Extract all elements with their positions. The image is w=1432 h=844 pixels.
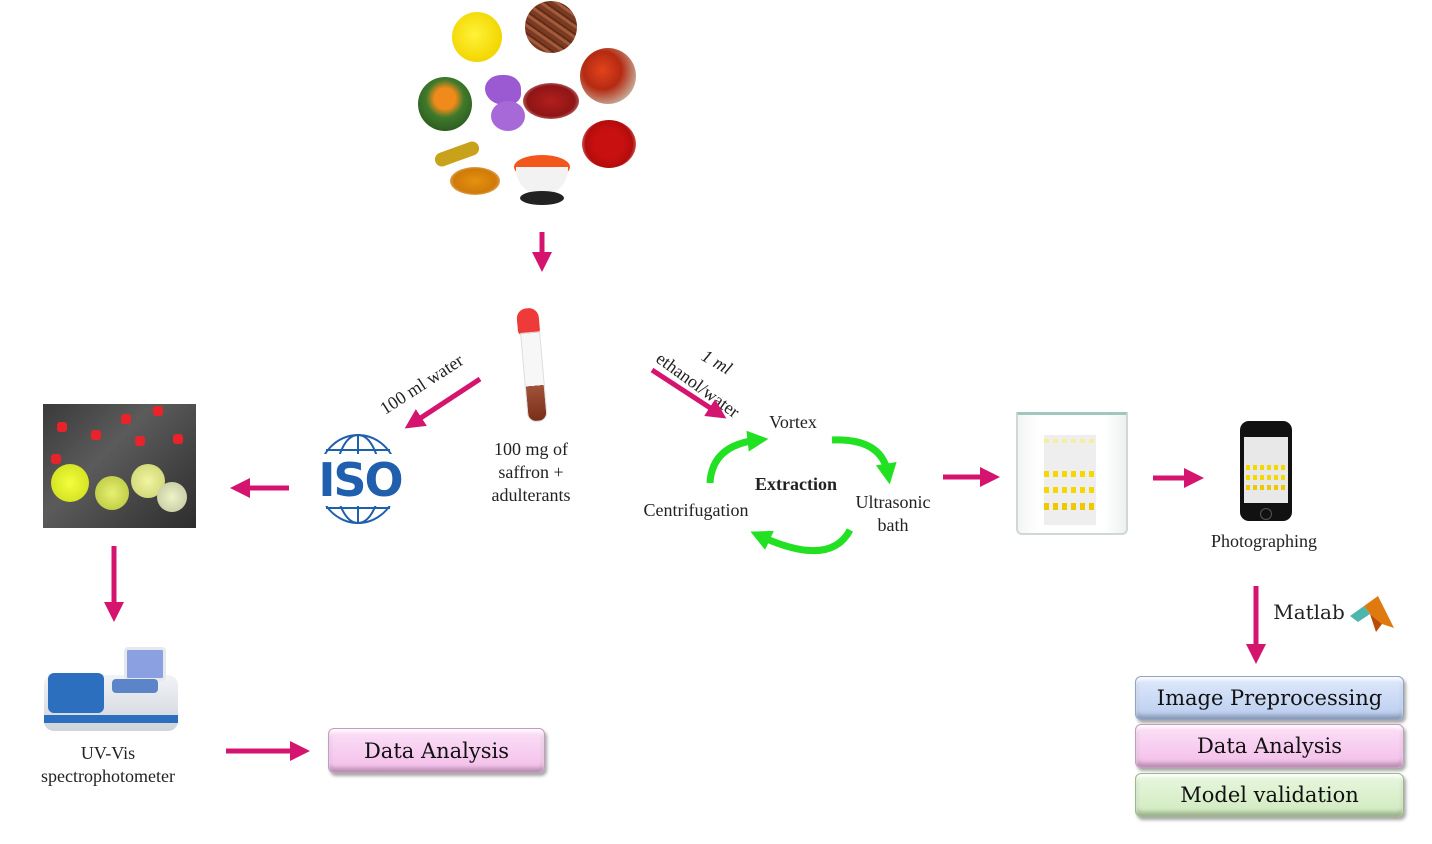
cycle-arrow-vortex-to-ultrasonic [831, 436, 897, 485]
right-data-analysis-box: Data Analysis [1135, 724, 1404, 768]
orange-powder-bowl-image [514, 155, 572, 210]
iso-text: ISO [308, 454, 412, 506]
turmeric-image [432, 139, 502, 198]
red-powder-image [582, 120, 636, 168]
image-preprocessing-box: Image Preprocessing [1135, 676, 1404, 720]
phone-screen [1244, 437, 1288, 503]
smartphone-image [1240, 421, 1292, 521]
model-validation-box: Model validation [1135, 773, 1404, 817]
uv-vis-spectrophotometer-image [42, 645, 180, 737]
adulterant-sources-collage [410, 0, 650, 215]
matlab-label: Matlab [1273, 600, 1345, 624]
spectrophotometer-label: UV-Vis spectrophotometer [41, 743, 175, 786]
volumetric-flasks-photo [43, 404, 196, 528]
safflower-stems-image [525, 1, 577, 53]
left-data-analysis-box: Data Analysis [328, 728, 545, 773]
safflower-plant-image [418, 77, 472, 131]
phone-home-button [1260, 508, 1272, 520]
tlc-plate [1044, 435, 1096, 525]
cycle-step-centrifugation: Centrifugation [643, 500, 749, 520]
tlc-chamber-image [1016, 412, 1128, 535]
iso-standard-logo: ISO [306, 432, 414, 528]
cycle-arrow-ultrasonic-to-centrifugation [750, 528, 854, 555]
cycle-step-vortex: Vortex [769, 412, 817, 432]
extraction-center-label: Extraction [755, 474, 837, 494]
cycle-arrow-centrifugation-to-vortex [706, 430, 769, 484]
matlab-logo-icon [1350, 596, 1394, 632]
cycle-step-ultrasonic-bath: Ultrasonic bath [855, 492, 931, 535]
red-flower-closeup-image [580, 48, 636, 104]
yellow-powder-image [452, 12, 502, 62]
sample-label: 100 mg of saffron + adulterants [491, 439, 571, 505]
photographing-label: Photographing [1211, 531, 1317, 551]
saffron-flowers-and-threads-image [485, 75, 580, 135]
